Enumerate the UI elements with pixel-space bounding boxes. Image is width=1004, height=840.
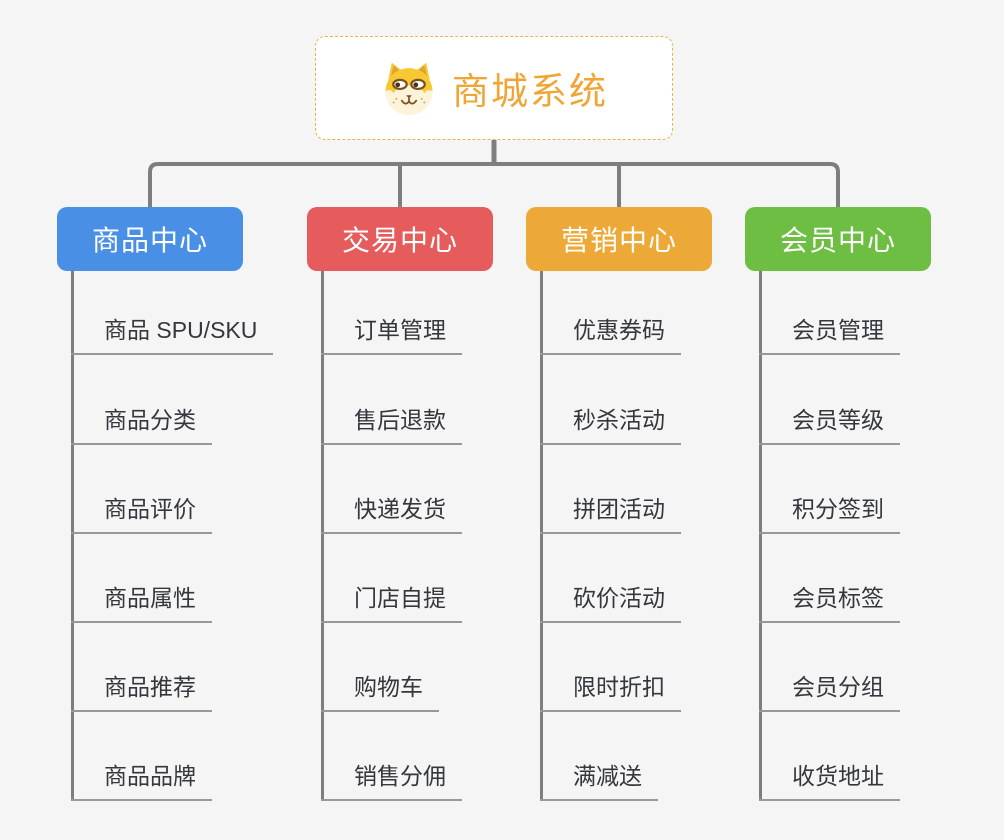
leaf-item-sales-commission[interactable]: 销售分佣 xyxy=(321,761,462,801)
leaf-item-shipping-address[interactable]: 收货地址 xyxy=(759,761,900,801)
leaf-item-product-recommend[interactable]: 商品推荐 xyxy=(71,672,212,712)
leaf-item-full-reduction[interactable]: 满减送 xyxy=(540,761,658,801)
branch-header-marketing-center[interactable]: 营销中心 xyxy=(526,207,712,271)
leaf-item-shopping-cart[interactable]: 购物车 xyxy=(321,672,439,712)
leaf-item-product-brand[interactable]: 商品品牌 xyxy=(71,761,212,801)
leaf-item-limited-time-discount[interactable]: 限时折扣 xyxy=(540,672,681,712)
branch-spine xyxy=(321,271,324,801)
branch-product-center: 商品中心 商品 SPU/SKU 商品分类 商品评价 商品属性 商品推荐 商品品牌 xyxy=(57,207,317,827)
leaf-item-group-buy[interactable]: 拼团活动 xyxy=(540,494,681,534)
leaf-item-product-review[interactable]: 商品评价 xyxy=(71,494,212,534)
leaf-item-bargain-activity[interactable]: 砍价活动 xyxy=(540,583,681,623)
leaf-item-product-attribute[interactable]: 商品属性 xyxy=(71,583,212,623)
leaf-item-store-pickup[interactable]: 门店自提 xyxy=(321,583,462,623)
branch-header-trade-center[interactable]: 交易中心 xyxy=(307,207,493,271)
leaf-item-coupon-code[interactable]: 优惠券码 xyxy=(540,315,681,355)
leaf-item-product-spu-sku[interactable]: 商品 SPU/SKU xyxy=(71,315,274,355)
root-node-mall-system[interactable]: 商城系统 xyxy=(315,36,673,140)
leaf-item-member-level[interactable]: 会员等级 xyxy=(759,405,900,445)
branch-trade-center: 交易中心 订单管理 售后退款 快递发货 门店自提 购物车 销售分佣 xyxy=(307,207,567,827)
branch-spine xyxy=(759,271,762,801)
leaf-item-member-management[interactable]: 会员管理 xyxy=(759,315,900,355)
leaf-item-member-tag[interactable]: 会员标签 xyxy=(759,583,900,623)
leaf-item-product-category[interactable]: 商品分类 xyxy=(71,405,212,445)
leaf-item-after-sales-refund[interactable]: 售后退款 xyxy=(321,405,462,445)
leaf-item-express-delivery[interactable]: 快递发货 xyxy=(321,494,462,534)
leaf-item-points-checkin[interactable]: 积分签到 xyxy=(759,494,900,534)
branch-header-product-center[interactable]: 商品中心 xyxy=(57,207,243,271)
branch-spine xyxy=(540,271,543,801)
branch-marketing-center: 营销中心 优惠券码 秒杀活动 拼团活动 砍价活动 限时折扣 满减送 xyxy=(526,207,786,827)
root-title: 商城系统 xyxy=(452,71,608,112)
branch-header-member-center[interactable]: 会员中心 xyxy=(745,207,931,271)
leaf-item-flash-sale[interactable]: 秒杀活动 xyxy=(540,405,681,445)
branch-spine xyxy=(71,271,74,801)
shiba-dog-face-icon xyxy=(385,62,433,116)
branch-member-center: 会员中心 会员管理 会员等级 积分签到 会员标签 会员分组 收货地址 xyxy=(745,207,1004,827)
leaf-item-member-group[interactable]: 会员分组 xyxy=(759,672,900,712)
leaf-item-order-management[interactable]: 订单管理 xyxy=(321,315,462,355)
